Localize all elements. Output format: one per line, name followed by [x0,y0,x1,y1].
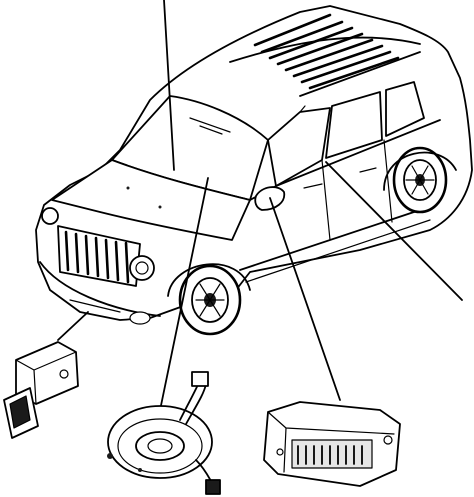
roof-ribs [253,13,400,90]
clockspring [107,371,221,495]
mirror-to-module-callout [269,197,341,401]
side-curtain-callout [325,161,463,301]
sensor-callout [57,311,89,341]
windshield-callout [163,0,175,171]
front-impact-sensor [3,341,79,439]
module-connector-pins [297,445,363,465]
front-grille [57,225,141,287]
front-wheel [178,264,242,336]
rear-wheel [392,146,448,214]
airbag-control-module [263,401,401,487]
instrument-panel-callout [157,177,209,421]
vehicle [35,5,473,336]
leader-lines [57,0,463,421]
